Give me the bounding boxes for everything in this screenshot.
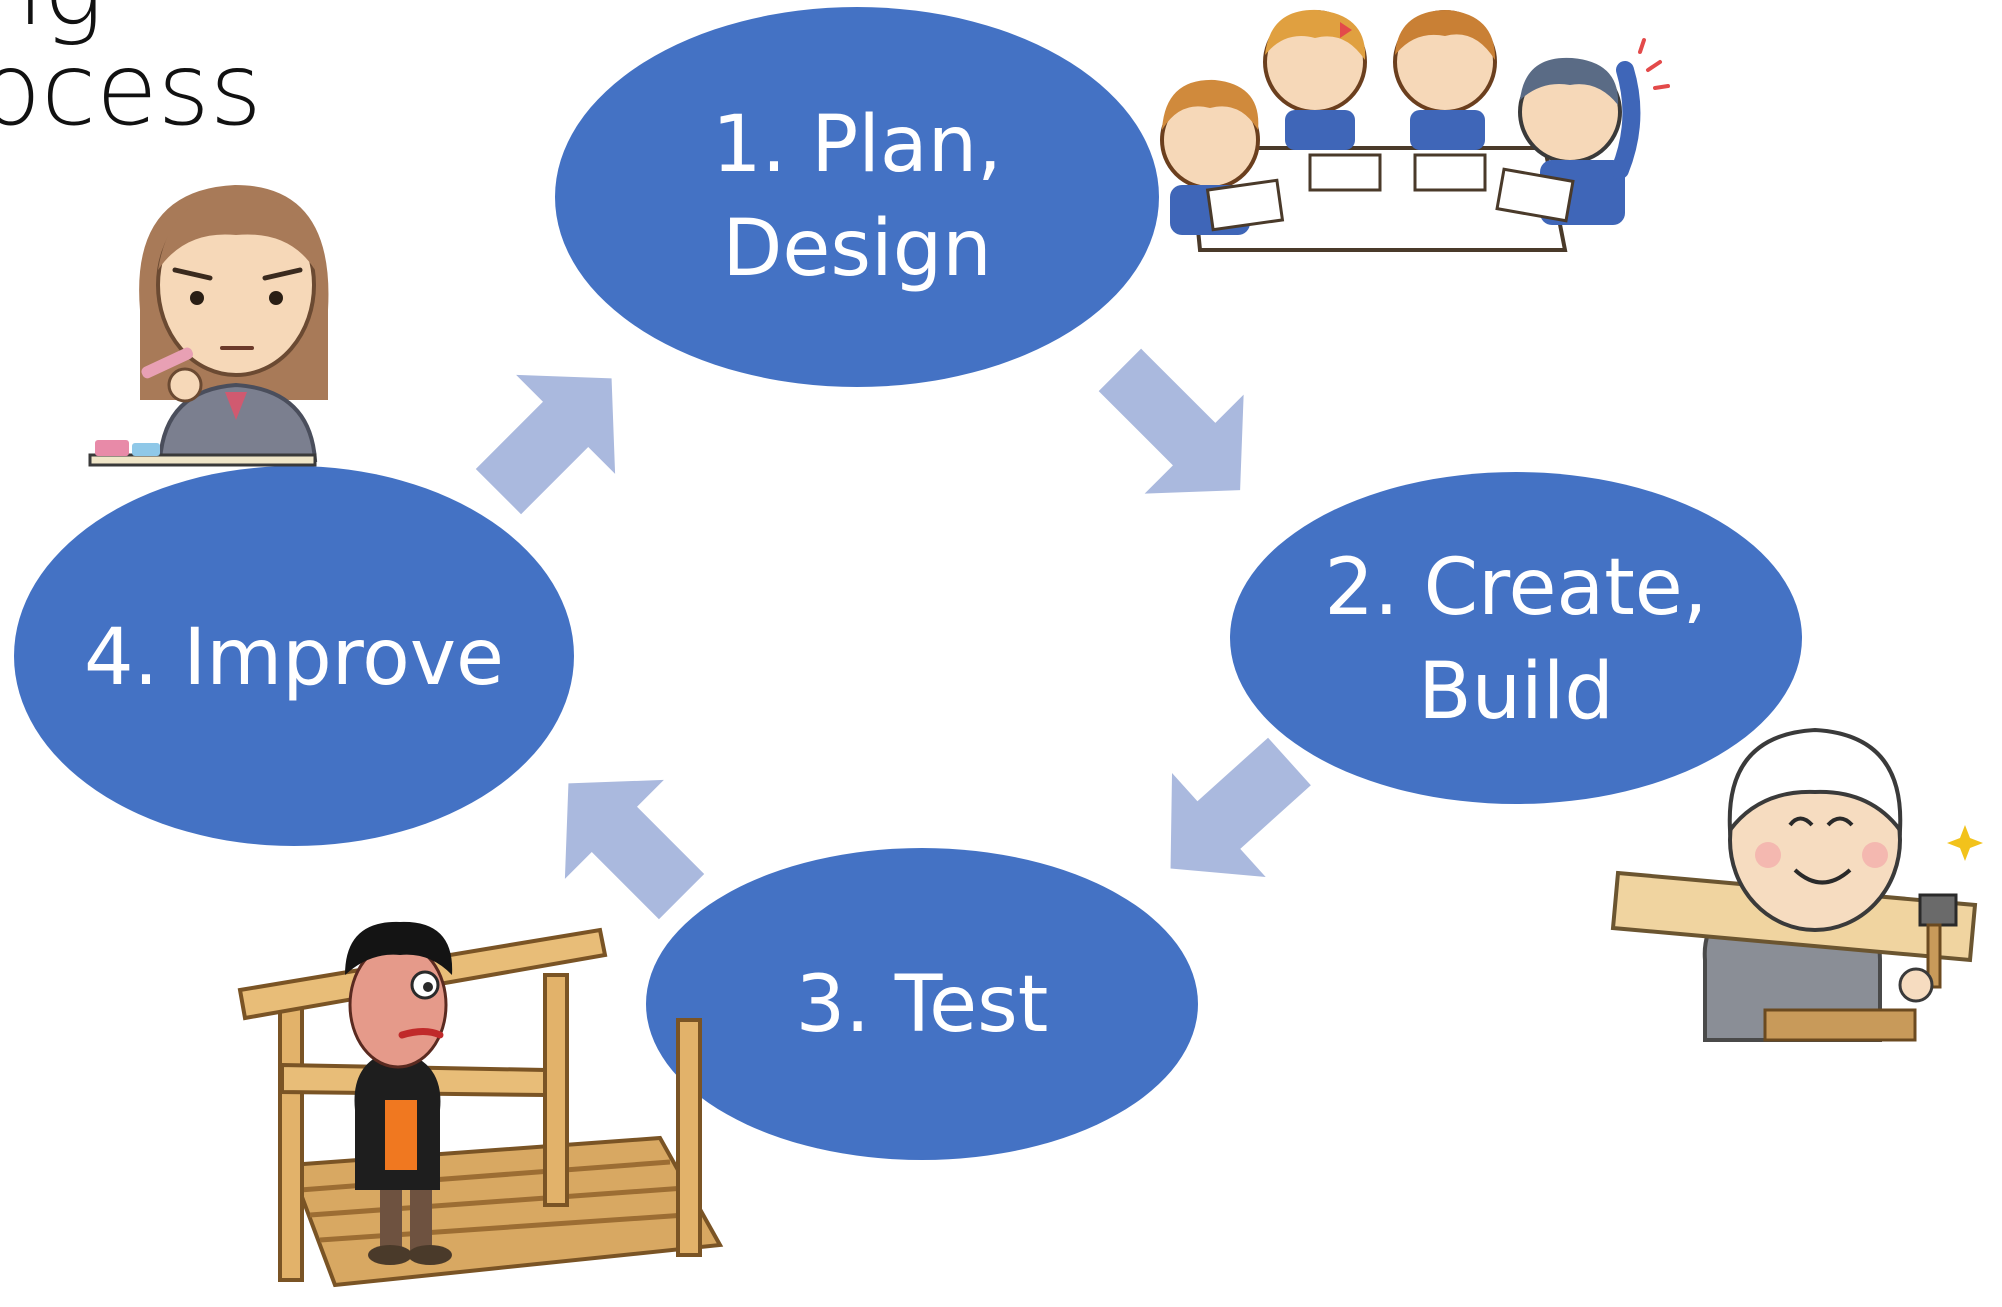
node-plan: 1. Plan, Design [557,47,1157,347]
cycle-nodes [14,7,1802,1160]
tester-illustration [237,921,724,1288]
arrow-test-to-improve [564,779,705,920]
slide-title-line-1: ng [0,0,103,48]
slide-title: ng ocess [0,0,262,140]
node-test-line-1: 3. Test [795,960,1049,1050]
node-plan-shape [555,7,1159,387]
node-plan-line-2: Design [722,204,992,294]
student-thinking-illustration [88,185,329,467]
node-create-shape [1230,472,1802,804]
node-create: 2. Create, Build [1230,535,1802,745]
node-plan-line-1: 1. Plan, [712,100,1002,190]
node-improve: 4. Improve [14,603,574,713]
students-planning-illustration [1160,9,1670,252]
arrow-improve-to-plan [475,374,616,515]
arrow-create-to-test [1170,737,1311,878]
node-test-shape [646,848,1198,1160]
node-create-line-2: Build [1418,647,1614,737]
node-test: 3. Test [646,950,1198,1060]
node-improve-shape [14,466,574,846]
slide-title-line-2: ocess [0,31,262,148]
node-improve-line-1: 4. Improve [84,613,504,703]
flow-arrows [475,348,1311,920]
carpenter-illustration [1610,727,1983,1042]
node-create-line-1: 2. Create, [1324,543,1708,633]
arrow-plan-to-create [1098,348,1244,494]
